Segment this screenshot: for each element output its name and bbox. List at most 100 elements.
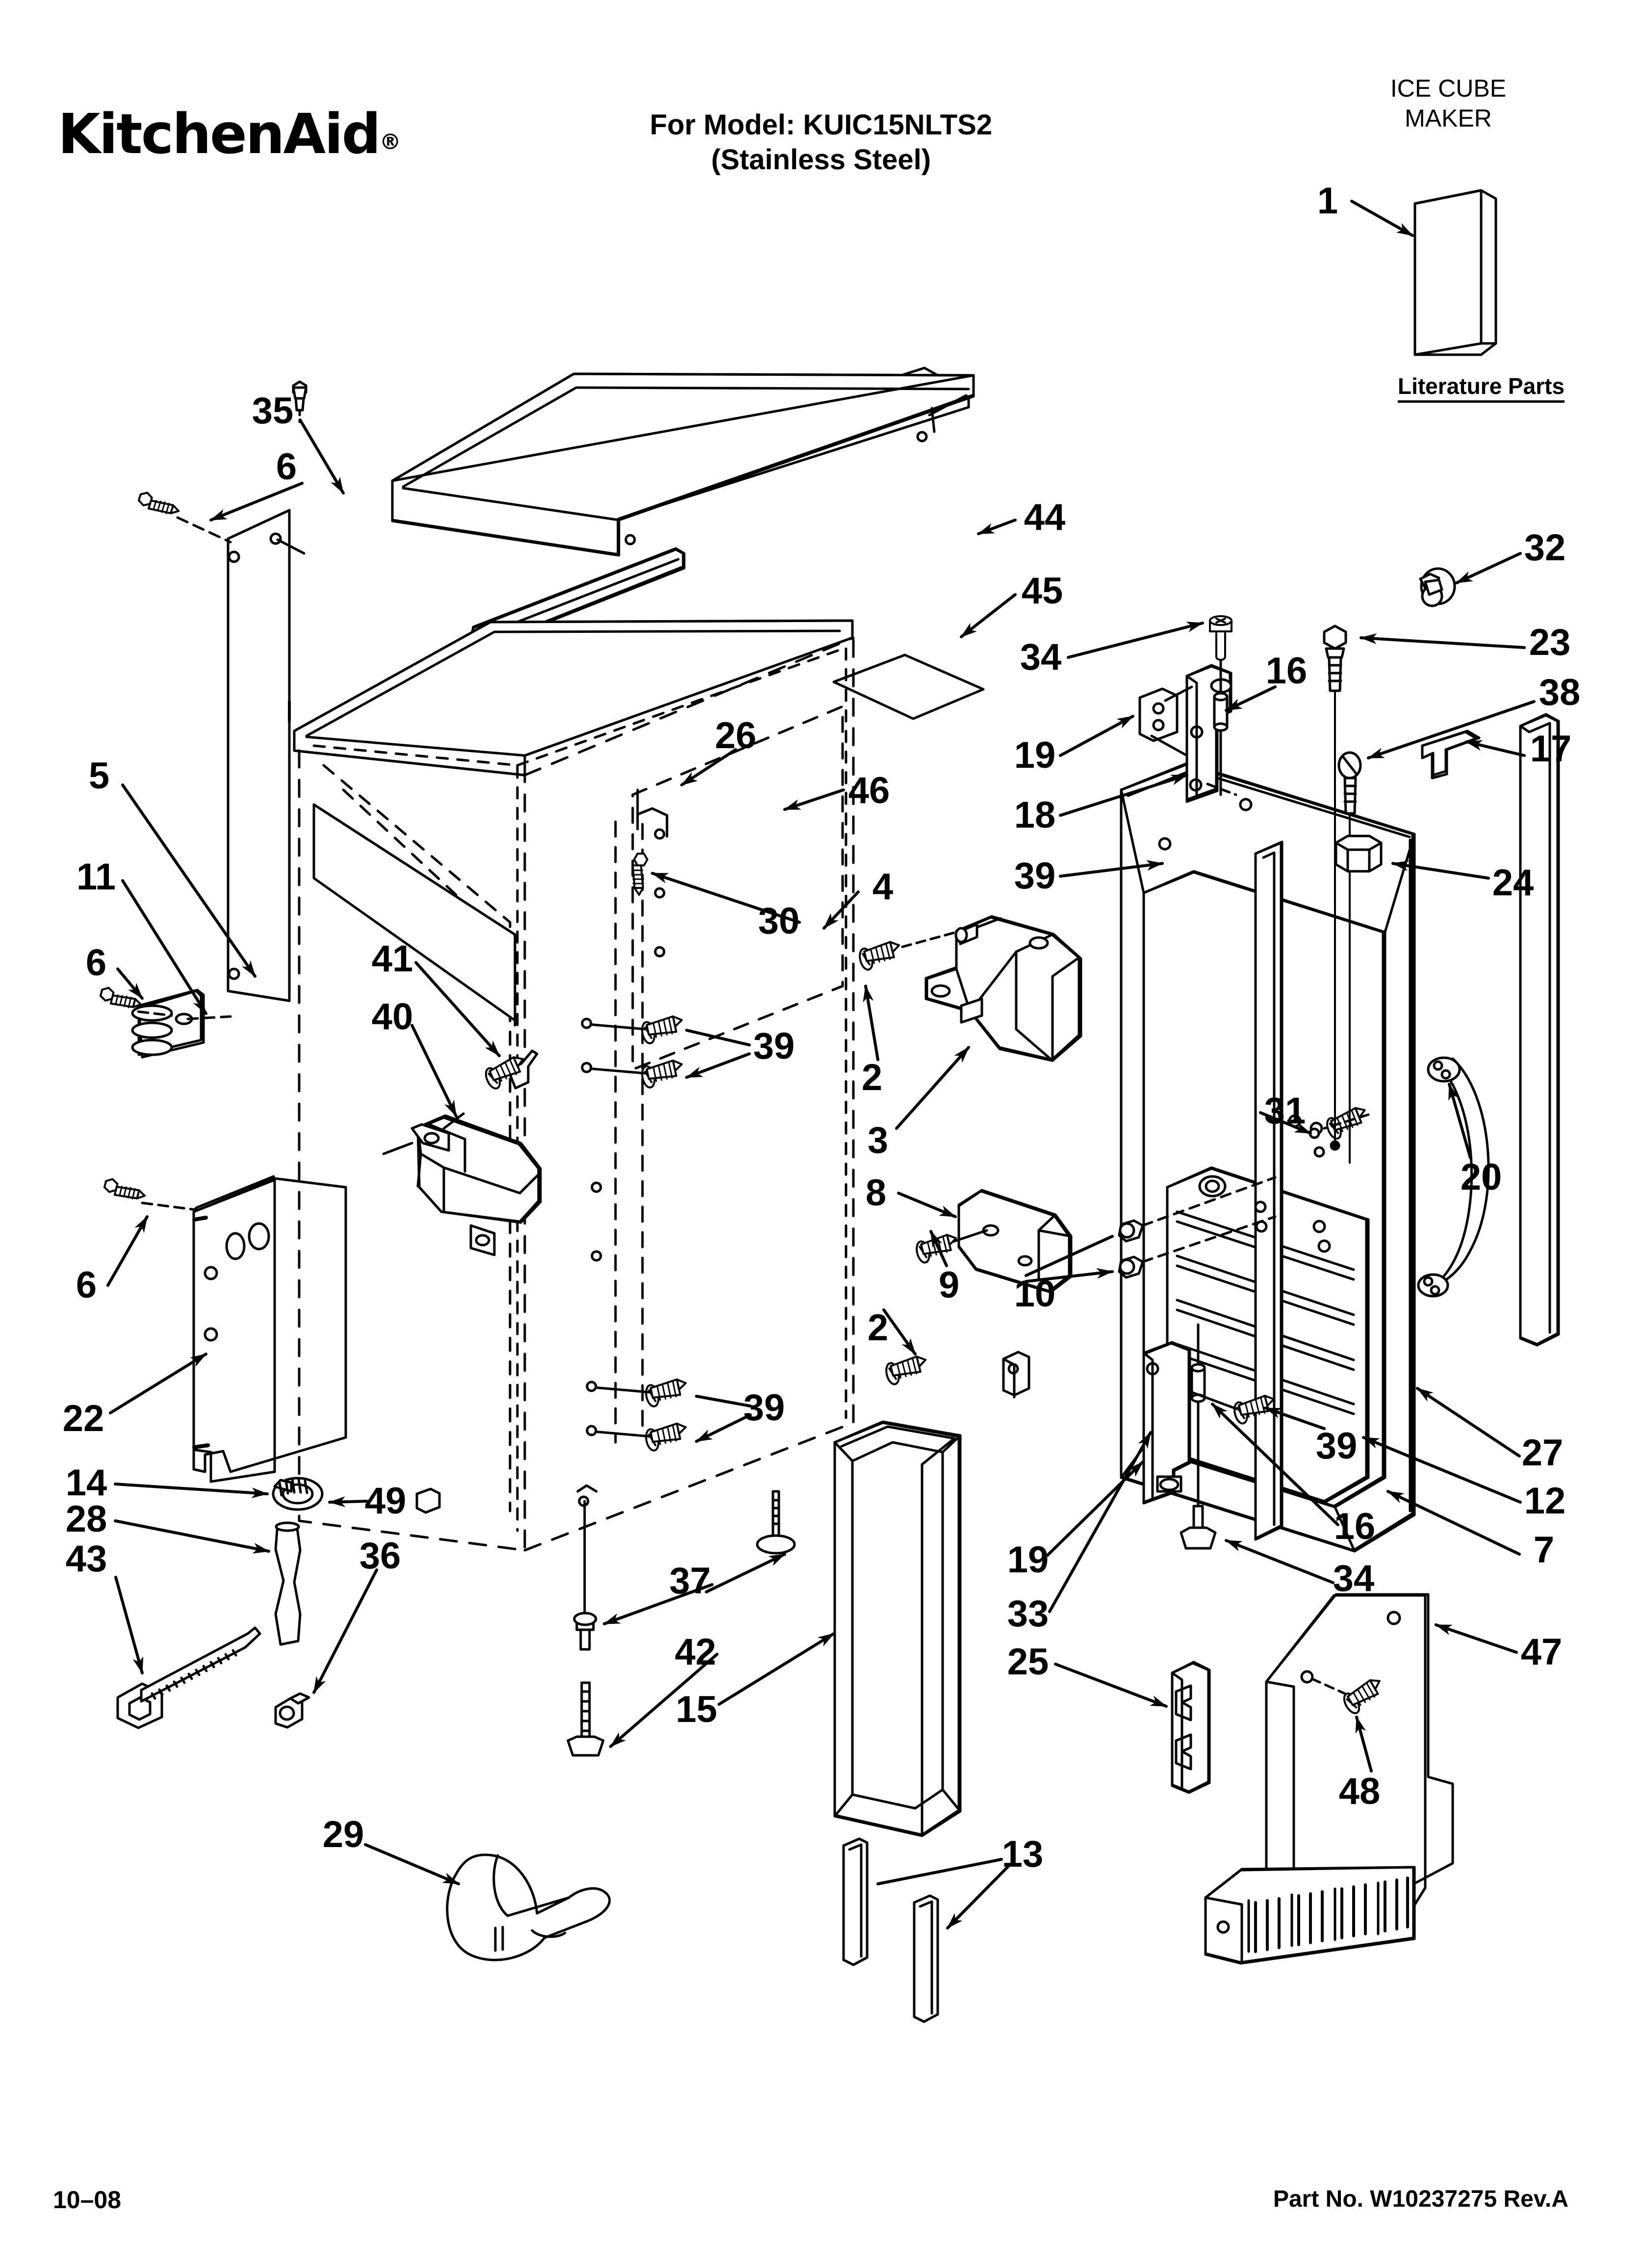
part-3-upper-hinge-bracket — [924, 915, 1082, 1062]
callout-48: 48 — [1338, 1771, 1381, 1812]
part-28-drain-tube — [274, 1521, 302, 1646]
part-47-rear-access-panel — [1204, 1593, 1454, 1965]
callout-15: 15 — [675, 1689, 718, 1730]
callout-24: 24 — [1492, 862, 1534, 904]
callout-37: 37 — [669, 1560, 711, 1602]
footer-date-code: 10–08 — [53, 2186, 122, 2214]
part-40-drain-trough-bracket — [382, 1112, 542, 1256]
callout-3: 3 — [867, 1120, 889, 1161]
callout-6: 6 — [85, 942, 107, 984]
callout-12: 12 — [1524, 1480, 1566, 1522]
part-43-cable-tie — [116, 1626, 261, 1729]
callout-30: 30 — [758, 900, 800, 942]
part-41-trough-screw — [483, 1049, 539, 1091]
callout-43: 43 — [65, 1538, 107, 1580]
callout-5: 5 — [88, 755, 110, 797]
part-37-leveling-leg — [573, 1500, 597, 1651]
part-39-screw-upper — [581, 1015, 685, 1089]
part-36-grommet-nut — [274, 1692, 310, 1729]
callout-16: 16 — [1334, 1506, 1376, 1547]
part-15-door-gasket-frame — [833, 1420, 962, 1837]
part-45-insulation-pad — [832, 653, 985, 720]
callout-36: 36 — [359, 1535, 401, 1577]
callout-44: 44 — [1024, 496, 1066, 538]
part-23-hex-head-screw — [1323, 625, 1347, 1151]
callout-13: 13 — [1001, 1833, 1044, 1875]
part-2-hinge-screw-lower — [884, 1355, 929, 1385]
callout-7: 7 — [1533, 1529, 1555, 1571]
callout-25: 25 — [1007, 1641, 1049, 1683]
callout-39: 39 — [743, 1387, 785, 1429]
part-11-spring-clip-bracket — [131, 989, 232, 1059]
callout-35: 35 — [252, 390, 294, 432]
callout-40: 40 — [371, 996, 413, 1038]
literature-parts-label: Literature Parts — [1368, 373, 1594, 403]
part-49-tube-retainer — [415, 1487, 441, 1514]
part-29-ice-scoop — [446, 1853, 611, 1961]
callout-17: 17 — [1530, 728, 1572, 770]
part-19-shim-plate-upper — [1138, 685, 1193, 757]
callout-33: 33 — [1007, 1593, 1049, 1635]
part-16-hinge-bushing-upper — [1213, 635, 1229, 796]
section-line-1: ICE CUBE — [1390, 75, 1507, 102]
part-30-cabinet-screw — [633, 788, 647, 895]
callout-39: 39 — [1315, 1425, 1358, 1467]
callout-34: 34 — [1333, 1558, 1375, 1599]
callout-11: 11 — [76, 856, 116, 898]
part-16-hinge-bushing-lower — [1190, 1323, 1206, 1508]
leader-lines — [106, 200, 1536, 1928]
callout-6: 6 — [276, 446, 297, 488]
part-22-rear-mount-panel — [192, 1175, 347, 1483]
callout-16: 16 — [1265, 650, 1308, 692]
section-line-2: MAKER — [1405, 104, 1492, 132]
part-34-phillips-screw-lower — [1180, 1505, 1217, 1550]
part-33-lower-hinge-bracket — [1142, 1341, 1191, 1505]
part-6-mounting-screw-mid — [100, 987, 173, 1017]
part-17-hinge-cover-cap — [1421, 730, 1481, 780]
kitchenaid-logo: KitchenAid® — [58, 107, 401, 162]
callout-39: 39 — [1014, 855, 1056, 897]
part-24-hinge-pin-cap — [1334, 834, 1383, 873]
part-13-trim-rail — [842, 1837, 939, 2023]
callout-2: 2 — [861, 1057, 883, 1098]
part-39-screw-right — [1190, 1391, 1278, 1425]
part-14-hose-clamp — [272, 1477, 324, 1511]
model-line-2: (Stainless Steel) — [711, 143, 931, 176]
callout-46: 46 — [848, 770, 890, 811]
callout-14: 14 — [65, 1462, 107, 1504]
callout-29: 29 — [322, 1814, 364, 1855]
part-35-panel-screw — [292, 380, 308, 423]
part-19-shim-plate-lower — [1002, 1351, 1030, 1399]
callout-31: 31 — [1264, 1090, 1306, 1132]
callout-39: 39 — [753, 1025, 795, 1067]
part-1-literature-manual — [1413, 189, 1497, 356]
part-46-cabinet-liner — [293, 619, 855, 1552]
callout-41: 41 — [371, 938, 413, 980]
callout-38: 38 — [1539, 672, 1581, 713]
part-4-hinge-pin — [954, 917, 1002, 945]
model-title: For Model: KUIC15NLTS2 (Stainless Steel) — [0, 108, 1642, 178]
part-32-wire-grommet — [1419, 567, 1456, 607]
callout-27: 27 — [1521, 1432, 1564, 1474]
registered-mark: ® — [379, 130, 401, 155]
part-2-hinge-screw-upper — [858, 931, 958, 971]
brand-name: KitchenAid — [58, 103, 381, 166]
callout-23: 23 — [1529, 622, 1571, 663]
part-44-top-panel — [391, 366, 975, 557]
callout-6: 6 — [76, 1264, 97, 1306]
callout-45: 45 — [1021, 570, 1063, 612]
callout-1: 1 — [1317, 180, 1338, 222]
callout-26: 26 — [715, 715, 757, 756]
part-34-phillips-screw-upper — [1210, 616, 1232, 660]
part-27-side-trim-strip — [1519, 713, 1560, 1347]
section-title: ICE CUBE MAKER — [1345, 74, 1551, 133]
callout-32: 32 — [1524, 527, 1566, 569]
part-20-door-handle — [1417, 1056, 1490, 1298]
callout-22: 22 — [62, 1398, 104, 1439]
model-line-1: For Model: KUIC15NLTS2 — [649, 109, 993, 141]
part-25-clip-bracket — [1171, 1661, 1211, 1794]
callout-47: 47 — [1520, 1631, 1563, 1673]
callout-8: 8 — [865, 1172, 887, 1214]
callout-28: 28 — [65, 1498, 107, 1540]
